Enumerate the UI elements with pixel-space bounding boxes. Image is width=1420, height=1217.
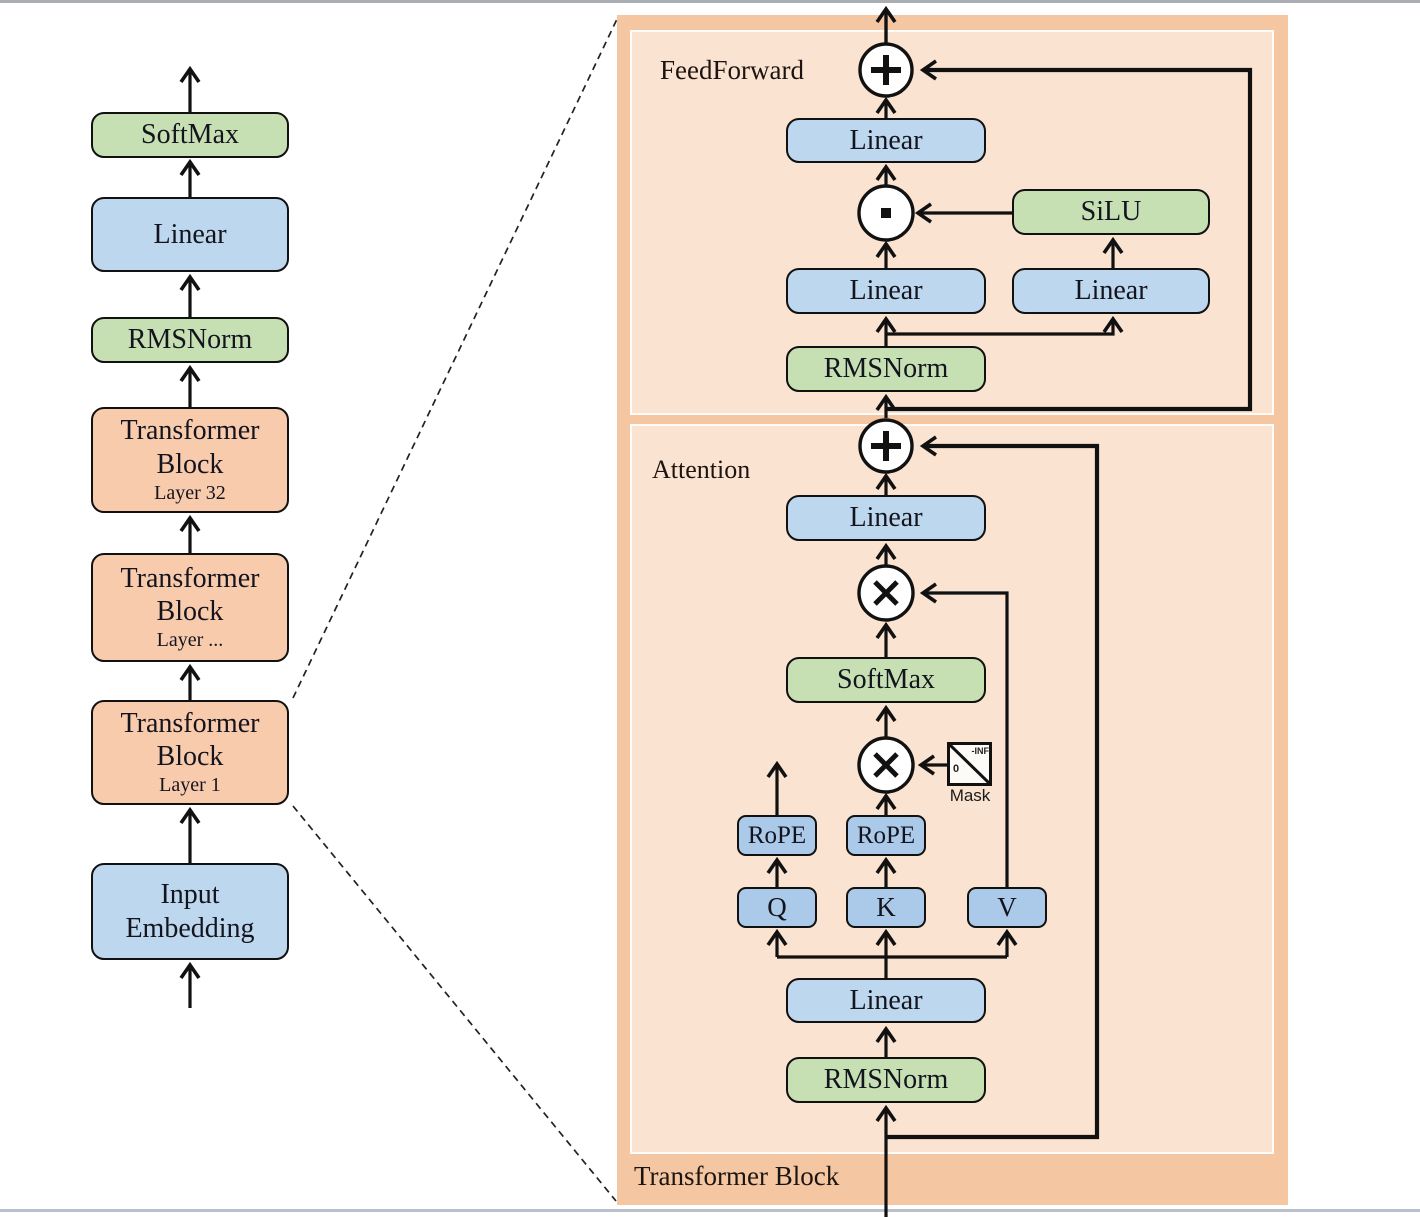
transformer-block-layer-dots: Transformer Block Layer ... [91,553,289,662]
ff-silu-block: SiLU [1012,189,1210,235]
v-wire [919,582,1009,887]
feedforward-wires [875,5,1253,418]
block-label: RMSNorm [823,353,949,385]
block-label: RoPE [856,821,916,849]
feedforward-label: FeedForward [660,55,804,85]
attn-linear-out-block: Linear [786,495,986,541]
block-label: V [997,891,1017,922]
attn-rmsnorm-block: RMSNorm [786,1057,986,1103]
k-block: K [846,887,926,928]
ff-rmsnorm-block: RMSNorm [786,346,986,392]
block-label: K [876,891,896,922]
mask-icon: -INF 0 [947,742,992,786]
block-label: Linear [849,502,923,534]
attention-label: Attention [652,455,751,484]
matmul-qk-icon [857,736,915,794]
block-label: Linear [849,275,923,307]
ff-add-icon [858,42,914,98]
q-block: Q [737,887,817,928]
block-label: Transformer [120,562,260,594]
linear-head-block: Linear [91,197,289,272]
softmax-output-block: SoftMax [91,112,289,158]
block-label: Q [767,891,787,922]
ff-linear-gate-block: Linear [786,268,986,314]
transformer-block-layer-32: Transformer Block Layer 32 [91,407,289,513]
elementwise-product-icon [857,184,915,242]
transformer-block-layer-1: Transformer Block Layer 1 [91,700,289,805]
mask-label: Mask [949,786,991,805]
ff-linear-out-block: Linear [786,118,986,163]
attn-residual-wire [886,435,1100,1140]
block-label: Block [156,596,224,627]
layer-sublabel: Layer 32 [154,481,226,504]
layer-sublabel: Layer 1 [159,774,221,797]
block-label: RoPE [747,821,807,849]
top-edge-line [0,0,1420,3]
ff-linear-up-block: Linear [1012,268,1210,314]
block-label: Block [156,741,224,772]
layer-sublabel: Layer ... [156,629,224,652]
matmul-av-icon [857,564,915,622]
v-block: V [967,887,1047,928]
zoom-guide-dashes [292,16,619,1202]
transformer-block-title: Transformer Block [634,1161,840,1191]
operator-icons [857,42,915,794]
input-embedding-block: Input Embedding [91,863,289,960]
block-label: Block [156,448,224,480]
block-label: Linear [153,218,227,250]
bottom-edge-line [0,1209,1420,1212]
attn-softmax-block: SoftMax [786,657,986,703]
mask-lower-value: 0 [953,763,960,775]
rope-q-block: RoPE [737,815,817,856]
block-label: Linear [849,124,923,156]
block-label: SoftMax [141,119,239,151]
rope-k-block: RoPE [846,815,926,856]
mask-upper-value: -INF [971,746,990,756]
block-label: Transformer [120,415,260,447]
block-label: Transformer [120,707,260,739]
block-label: RMSNorm [127,324,253,356]
attn-linear-qkv-block: Linear [786,978,986,1023]
attention-panel [630,424,1274,1154]
block-label: Input [160,879,220,911]
block-label: SiLU [1080,196,1142,228]
rmsnorm-final-block: RMSNorm [91,317,289,363]
block-label: Linear [1074,275,1148,307]
block-label: Linear [849,984,923,1016]
ff-residual-wire [886,59,1253,412]
mask-diagonal [949,744,989,783]
attn-add-icon [858,418,914,474]
block-label: RMSNorm [823,1064,949,1096]
attention-wires [766,435,1100,1217]
block-label: SoftMax [837,664,935,696]
block-label: Embedding [125,912,255,944]
